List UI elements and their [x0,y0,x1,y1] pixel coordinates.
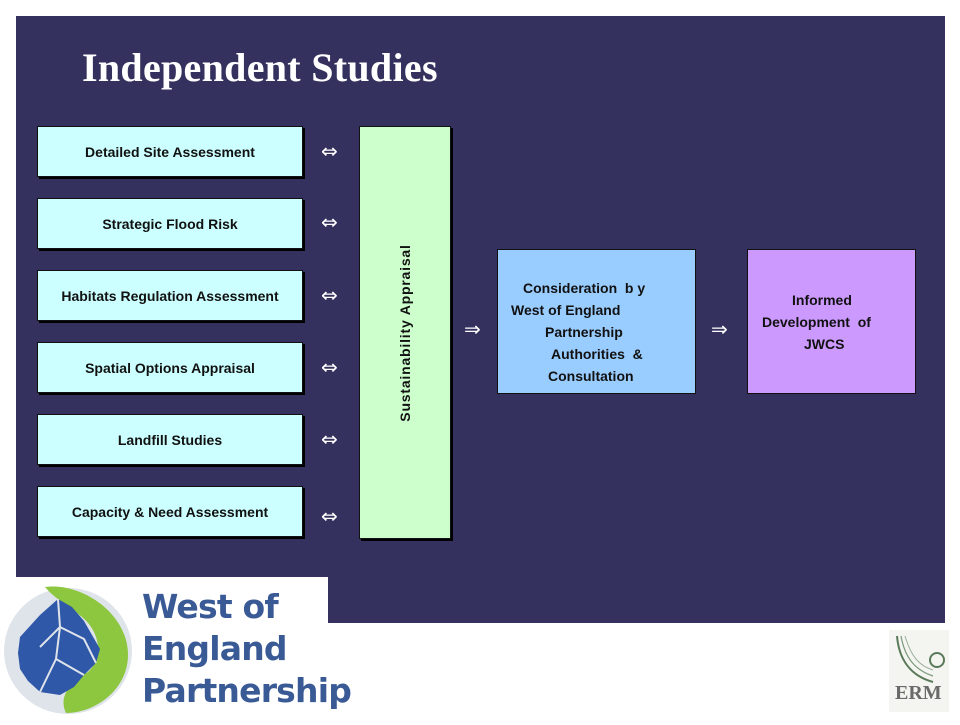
study-landfill-studies: Landfill Studies [37,414,303,465]
sustainability-appraisal-box: Sustainability Appraisal [359,126,451,539]
study-habitats-regulation-assessment: Habitats Regulation Assessment [37,270,303,321]
consideration-line: Authorities & [551,346,643,362]
slide-title: Independent Studies [82,45,438,90]
bidirectional-arrow-icon: ⇔ [321,355,338,379]
logo-text-line3: Partnership [142,671,352,710]
bidirectional-arrow-icon: ⇔ [321,139,338,163]
bidirectional-arrow-icon: ⇔ [321,283,338,307]
study-detailed-site-assessment: Detailed Site Assessment [37,126,303,177]
sustainability-appraisal-label: Sustainability Appraisal [397,243,413,422]
erm-logo: ERM [889,630,949,712]
erm-emblem-icon [889,630,949,712]
forward-arrow-icon: ⇒ [464,317,481,341]
informed-development-box: Informed Development of JWCS [747,249,916,394]
consideration-box: Consideration b y West of England Partne… [497,249,696,394]
bidirectional-arrow-icon: ⇔ [321,427,338,451]
study-spatial-options-appraisal: Spatial Options Appraisal [37,342,303,393]
logo-text-line2: England [142,629,288,668]
study-capacity-need-assessment: Capacity & Need Assessment [37,486,303,537]
study-strategic-flood-risk: Strategic Flood Risk [37,198,303,249]
forward-arrow-icon: ⇒ [711,317,728,341]
bidirectional-arrow-icon: ⇔ [321,504,338,528]
bidirectional-arrow-icon: ⇔ [321,210,338,234]
consideration-line: Partnership [545,324,623,340]
consideration-line: Consultation [548,368,634,384]
consideration-line: West of England [511,302,621,318]
west-of-england-logo: West of England Partnership [0,577,352,720]
logo-text-line1: West of [142,587,279,626]
erm-logo-text: ERM [895,682,942,704]
informed-line: Informed [792,292,852,308]
consideration-line: Consideration b y [523,280,646,296]
informed-line: JWCS [804,336,845,352]
region-map-icon [4,586,132,714]
informed-line: Development of [762,314,871,330]
